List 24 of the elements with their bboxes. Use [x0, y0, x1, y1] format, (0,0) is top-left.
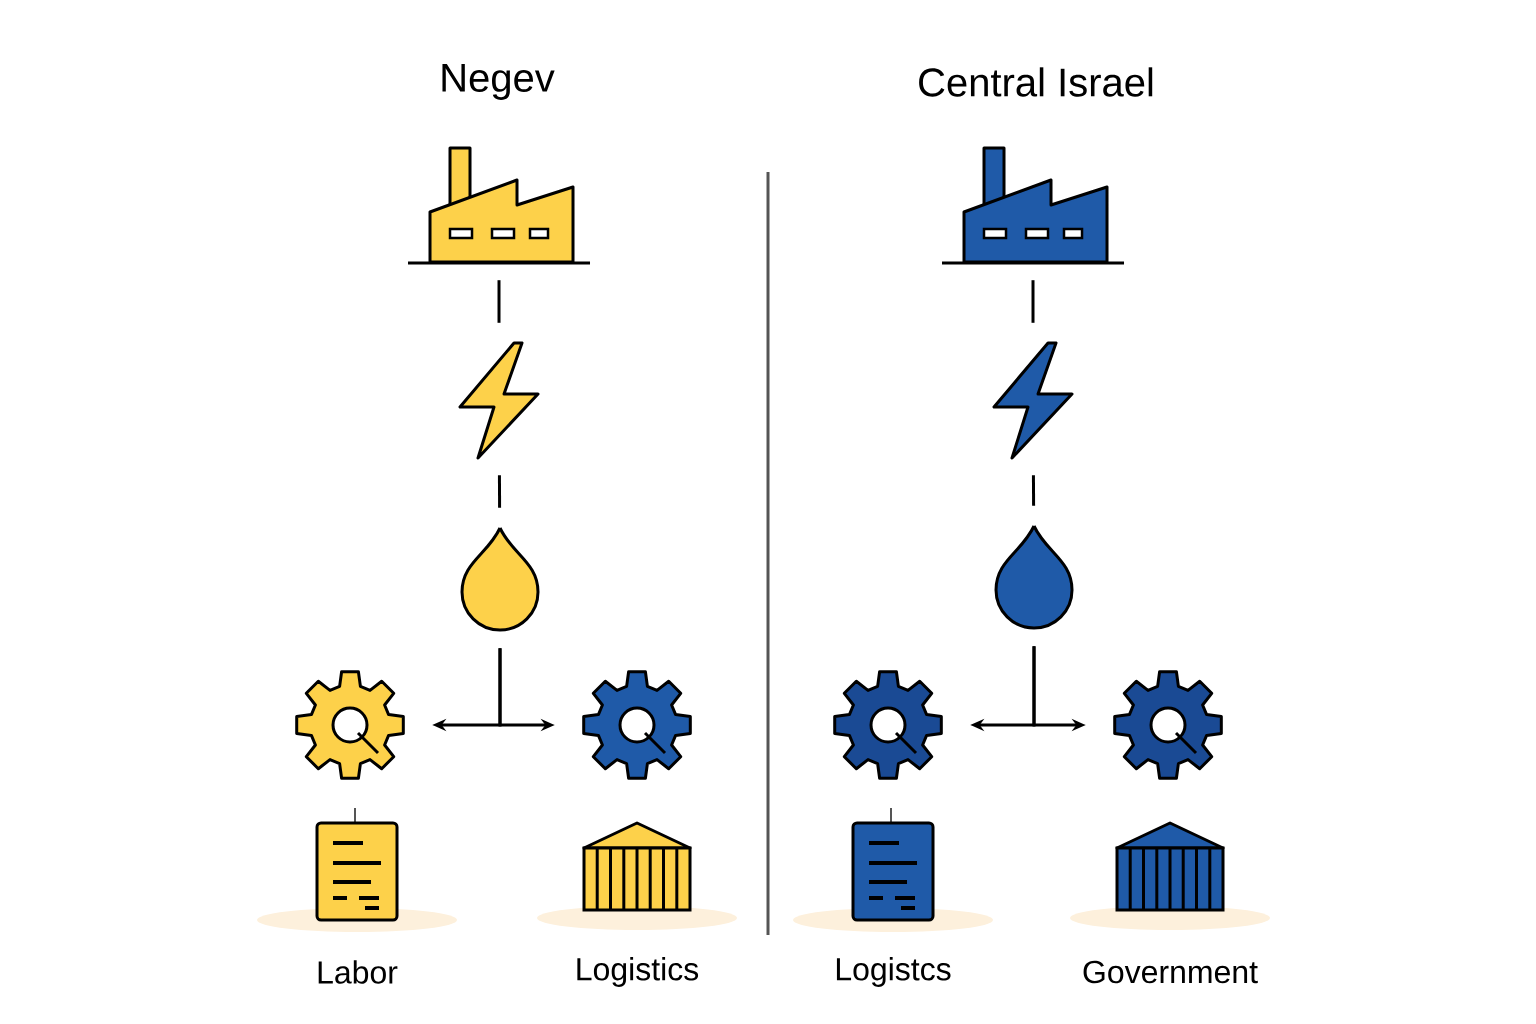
- factory-icon: [942, 146, 1124, 265]
- bolt-icon: [458, 341, 540, 460]
- drop-icon: [994, 524, 1074, 630]
- icon-label: Government: [1083, 960, 1258, 984]
- building-icon: [537, 821, 737, 930]
- icon-label: Labor: [318, 960, 398, 984]
- document-icon: [257, 807, 457, 932]
- region-title: Central Israel: [919, 67, 1153, 97]
- icon-label: Logistcs: [836, 957, 951, 987]
- bolt-icon: [992, 341, 1074, 460]
- drop-icon: [460, 526, 540, 632]
- connector: [497, 280, 501, 323]
- factory-icon: [408, 146, 590, 265]
- document-icon: [793, 807, 993, 932]
- gear-icon: [295, 670, 405, 780]
- gear-icon: [833, 670, 943, 780]
- icon-label: Logistics: [577, 957, 699, 987]
- gear-icon: [582, 670, 692, 780]
- connector: [497, 475, 502, 508]
- gear-icon: [1113, 670, 1223, 780]
- connector: [1031, 475, 1036, 506]
- building-icon: [1070, 821, 1270, 930]
- region-title: Negev: [442, 64, 555, 100]
- connector: [1031, 280, 1035, 323]
